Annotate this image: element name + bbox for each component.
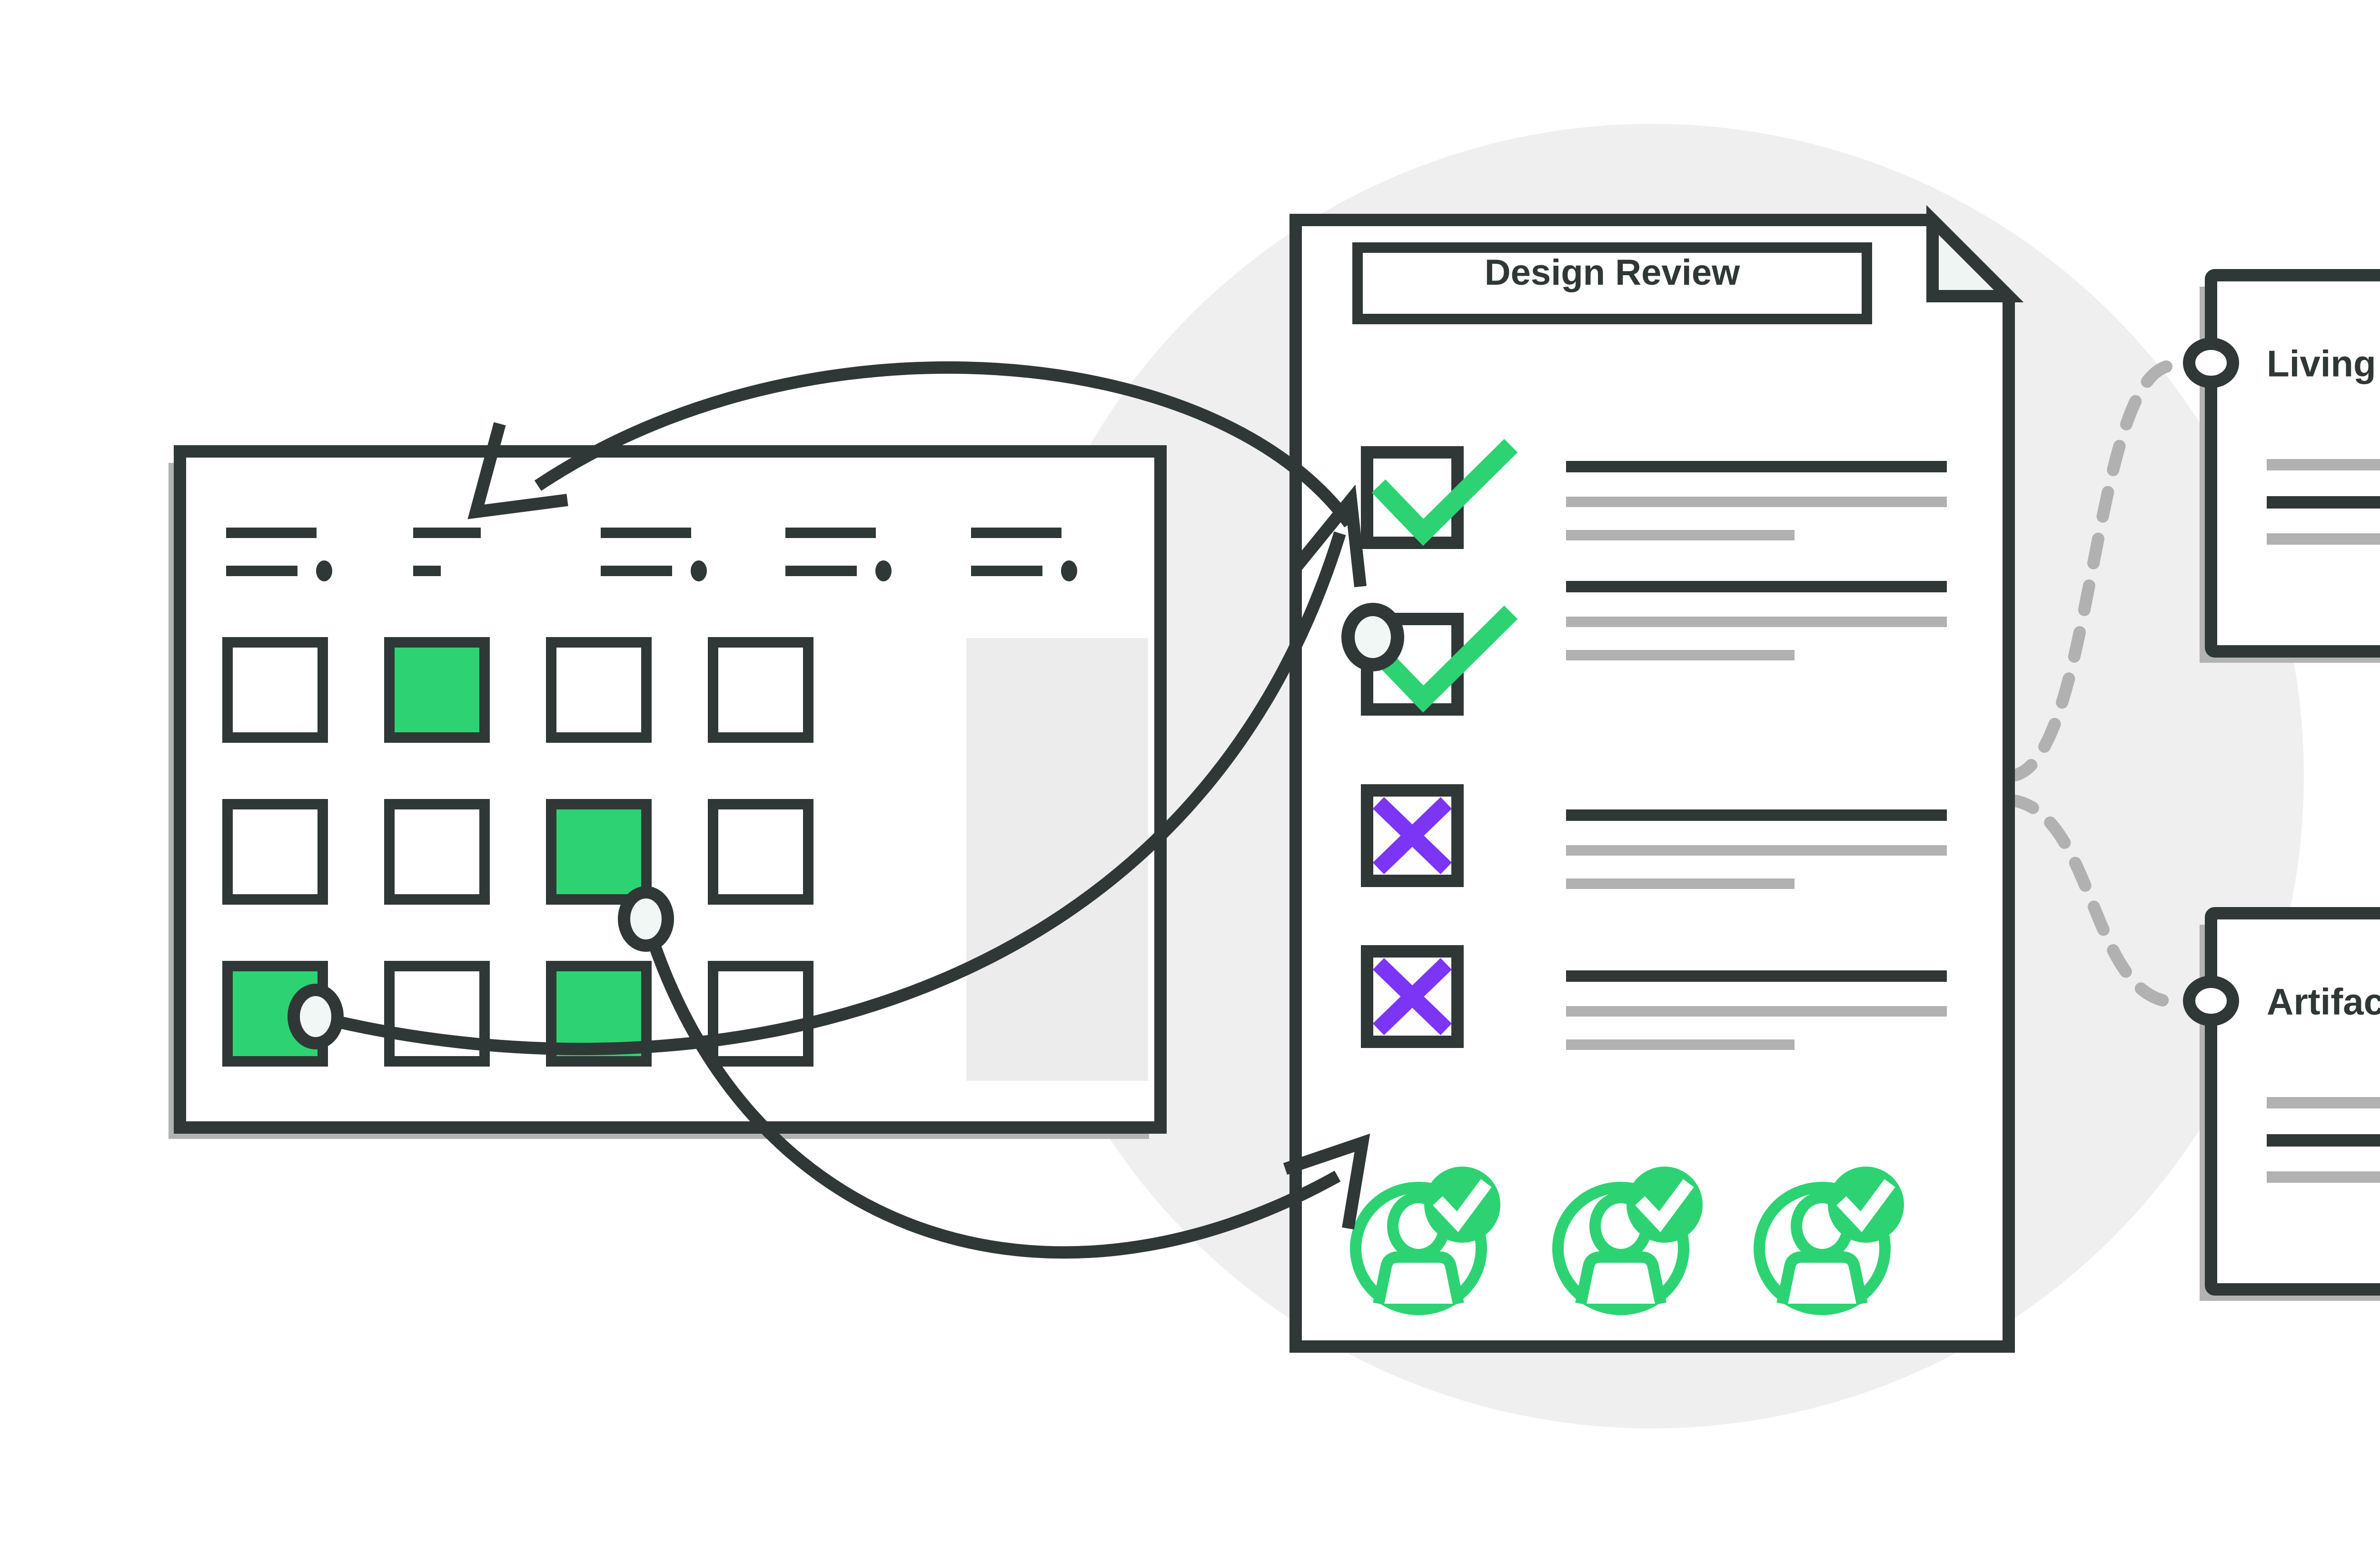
item-line-dark	[1566, 581, 1947, 592]
artifact-connector-node[interactable]	[2183, 976, 2239, 1026]
checklist-node[interactable]	[1341, 603, 1404, 671]
header-dot-icon	[691, 560, 707, 581]
artifact-card[interactable]: Artifact	[2183, 907, 2380, 1301]
matrix-cell-r1c1[interactable]	[222, 637, 328, 743]
page-title: Design Review	[1485, 252, 1740, 293]
matrix-cell-r2c3[interactable]	[546, 799, 652, 905]
card-line-dark	[2267, 496, 2380, 509]
matrix-cell-r2c1[interactable]	[222, 799, 328, 905]
item-line-light	[1566, 497, 1947, 507]
checklist-item-4[interactable]	[1361, 945, 1947, 1050]
matrix-cell-r1c3[interactable]	[546, 637, 652, 743]
card-line-light	[2267, 1171, 2380, 1183]
item-line-light	[1566, 878, 1795, 889]
matrix-header-col2[interactable]	[413, 528, 481, 576]
matrix-header-col3[interactable]	[601, 528, 707, 581]
artifact-card-label: Artifact	[2267, 981, 2380, 1023]
item-line-light	[1566, 1006, 1947, 1017]
item-line-light	[1566, 1039, 1795, 1050]
connector-nodes	[288, 603, 1404, 1049]
matrix-node-bottom[interactable]	[288, 984, 344, 1049]
matrix-header-row	[226, 528, 1077, 581]
check-icon	[1433, 1179, 1492, 1232]
arrow-doc-to-matrix-header-curve	[534, 361, 1355, 528]
dashed-link-living-dhf	[2003, 359, 2177, 782]
matrix-grid	[222, 637, 813, 1067]
matrix-header-col4[interactable]	[785, 528, 892, 581]
dashed-link-artifact	[2003, 794, 2177, 1008]
header-dot-icon	[875, 560, 892, 581]
arrow-matrix-to-approvers-head	[1283, 1133, 1370, 1230]
card-line-light	[2267, 1097, 2380, 1108]
living-dhf-card-label: Living DHF	[2267, 343, 2380, 385]
item-line-light	[1566, 530, 1795, 540]
checklist-item-1[interactable]	[1361, 439, 1947, 549]
design-review-document[interactable]: Design Review	[1289, 205, 2024, 1353]
solid-connectors	[314, 361, 1370, 1259]
card-line-dark	[2267, 1134, 2380, 1147]
header-dot-icon	[316, 560, 332, 581]
living-dhf-card[interactable]: Living DHF	[2183, 269, 2380, 663]
item-line-dark	[1566, 970, 1947, 982]
approver-avatar-2[interactable]	[1552, 1167, 1703, 1315]
document-title-box: Design Review	[1352, 242, 1872, 324]
matrix-header-col5[interactable]	[971, 528, 1077, 581]
document-fold-icon	[1926, 205, 2024, 302]
dashed-links	[2003, 359, 2177, 1008]
arrow-doc-to-matrix-header-head	[467, 422, 568, 519]
check-icon	[1371, 439, 1518, 546]
item-line-light	[1566, 650, 1795, 660]
item-line-dark	[1566, 461, 1947, 472]
item-line-light	[1566, 617, 1947, 627]
matrix-cell-r3c4[interactable]	[708, 961, 813, 1067]
cross-icon	[1372, 797, 1452, 875]
approver-avatar-1[interactable]	[1350, 1167, 1500, 1315]
item-line-light	[1566, 845, 1947, 856]
check-icon	[1635, 1179, 1694, 1232]
matrix-cell-r2c2[interactable]	[384, 799, 490, 905]
check-icon	[1836, 1179, 1895, 1232]
approver-row	[1350, 1167, 1904, 1315]
arrow-matrix-to-checklist-curve	[314, 531, 1346, 1056]
matrix-cell-r1c4[interactable]	[708, 637, 813, 743]
matrix-column-band	[966, 638, 1148, 1081]
matrix-header-col1[interactable]	[226, 528, 332, 581]
arrow-matrix-to-approvers-curve	[640, 917, 1341, 1259]
item-line-dark	[1566, 809, 1947, 821]
arrow-matrix-to-checklist-head	[1289, 484, 1367, 588]
matrix-cell-r2c4[interactable]	[708, 799, 813, 905]
cross-icon	[1372, 958, 1452, 1036]
header-dot-icon	[1061, 560, 1077, 581]
living-dhf-connector-node[interactable]	[2183, 338, 2239, 388]
checklist-item-3[interactable]	[1361, 784, 1947, 889]
matrix-node-mid[interactable]	[618, 886, 674, 952]
matrix-cell-r1c2[interactable]	[384, 637, 490, 743]
card-line-light	[2267, 533, 2380, 545]
check-icon	[1371, 605, 1518, 713]
approver-avatar-3[interactable]	[1754, 1167, 1904, 1315]
card-line-light	[2267, 459, 2380, 470]
